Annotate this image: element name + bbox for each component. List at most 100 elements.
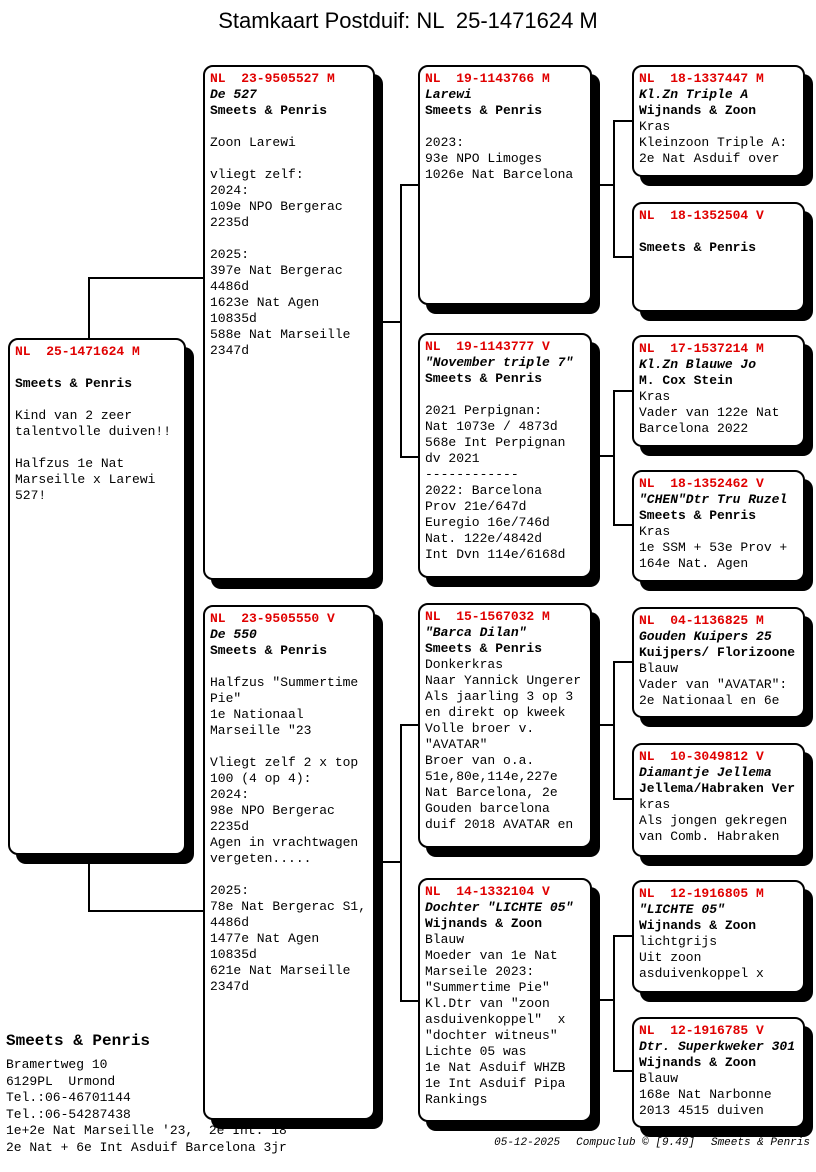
pedigree-box-subject: NL 25-1471624 M Smeets & Penris Kind van… xyxy=(8,338,186,855)
text-line: 51e,80e,114e,227e xyxy=(425,769,558,784)
text-line: Kras xyxy=(639,524,671,539)
pedigree-box-grandsire-paternal: NL 19-1143766 M Larewi Smeets & Penris 2… xyxy=(418,65,592,305)
text-line: Agen in vrachtwagen xyxy=(210,835,359,850)
pigeon-name: De 527 xyxy=(210,87,257,102)
owner-name: Smeets & Penris xyxy=(639,508,757,523)
pigeon-name: "LICHTE 05" xyxy=(639,902,725,917)
connector-line xyxy=(400,724,402,1002)
pigeon-name xyxy=(639,224,798,240)
text-line: Uit zoon xyxy=(639,950,702,965)
pedigree-box-grandsire-maternal: NL 15-1567032 M "Barca Dilan" Smeets & P… xyxy=(418,603,592,848)
text-line: Euregio 16e/746d xyxy=(425,515,550,530)
pedigree-box-great-grandparent-4: NL 18-1352462 V "CHEN"Dtr Tru Ruzel Smee… xyxy=(632,470,805,582)
text-line: 397e Nat Bergerac xyxy=(210,263,343,278)
pedigree-box-granddam-paternal: NL 19-1143777 V "November triple 7" Smee… xyxy=(418,333,592,578)
text-line: 588e Nat Marseille xyxy=(210,327,351,342)
text-line: Vader van 122e Nat xyxy=(639,405,780,420)
text-line: Volle broer v. xyxy=(425,721,535,736)
text-line: Tel.:06-54287438 xyxy=(6,1106,131,1122)
text-line: Donkerkras xyxy=(425,657,504,672)
text-line: 1e Nationaal xyxy=(210,707,304,722)
pigeon-name xyxy=(15,360,179,376)
text-line: 2347d xyxy=(210,343,250,358)
owner-name: Kuijpers/ Florizoone xyxy=(639,645,796,660)
connector-line xyxy=(613,120,615,258)
connector-line xyxy=(613,661,615,800)
owner-name: Wijnands & Zoon xyxy=(639,1055,757,1070)
text-line: 2e Nat Asduif over xyxy=(639,151,780,166)
text-line: Gouden barcelona xyxy=(425,801,550,816)
text-line: lichtgrijs xyxy=(639,934,718,949)
text-line: "AVATAR" xyxy=(425,737,488,752)
connector-line xyxy=(375,321,402,323)
text-line: 2024: xyxy=(210,183,250,198)
ring-number: NL 15-1567032 M xyxy=(425,609,550,624)
connector-line xyxy=(88,277,90,338)
pedigree-box-sire: NL 23-9505527 M De 527 Smeets & Penris Z… xyxy=(203,65,375,580)
connector-line xyxy=(613,935,615,1072)
owner-name: Smeets & Penris xyxy=(15,376,133,391)
text-line: 1e+2e Nat Marseille '23, 2e Int.'18 xyxy=(6,1123,287,1138)
owner-name: Smeets & Penris xyxy=(210,643,328,658)
pigeon-name: De 550 xyxy=(210,627,257,642)
connector-line xyxy=(400,724,418,726)
owner-name: Smeets & Penris xyxy=(639,240,757,255)
text-line: 1477e Nat Agen xyxy=(210,931,320,946)
text-line: 93e NPO Limoges xyxy=(425,151,543,166)
print-date: 05-12-2025 xyxy=(494,1137,561,1149)
pedigree-box-granddam-maternal: NL 14-1332104 V Dochter "LICHTE 05" Wijn… xyxy=(418,878,592,1122)
text-line: 164e Nat. Agen xyxy=(639,556,749,571)
ring-number: NL 18-1352504 V xyxy=(639,208,764,223)
text-line: 2025: xyxy=(210,247,250,262)
text-line: Nat Barcelona, 2e xyxy=(425,785,558,800)
text-line: kras xyxy=(639,797,671,812)
connector-line xyxy=(592,184,615,186)
text-line: 1026e Nat Barcelona xyxy=(425,167,574,182)
connector-line xyxy=(613,661,632,663)
text-line: Marseille x Larewi xyxy=(15,472,156,487)
text-line: 2025: xyxy=(210,883,250,898)
text-line: Blauw xyxy=(639,661,679,676)
connector-line xyxy=(88,277,203,279)
connector-line xyxy=(375,861,402,863)
text-line: Tel.:06-46701144 xyxy=(6,1090,131,1105)
text-line: Kras xyxy=(639,119,671,134)
owner-name: Smeets & Penris xyxy=(425,103,543,118)
text-line: vliegt zelf: xyxy=(210,167,304,182)
text-line xyxy=(15,440,179,456)
ring-number: NL 19-1143766 M xyxy=(425,71,550,86)
connector-line xyxy=(613,798,632,800)
text-line: 10835d xyxy=(210,311,257,326)
ring-number: NL 18-1352462 V xyxy=(639,476,764,491)
text-line: Bramertweg 10 xyxy=(6,1057,108,1072)
connector-line xyxy=(613,1070,632,1072)
text-line: 568e Int Perpignan xyxy=(425,435,566,450)
pedigree-box-great-grandparent-6: NL 10-3049812 V Diamantje Jellema Jellem… xyxy=(632,743,805,857)
text-line xyxy=(425,119,585,135)
text-line: 98e NPO Bergerac xyxy=(210,803,335,818)
text-line: Rankings xyxy=(425,1092,488,1107)
text-line: dv 2021 xyxy=(425,451,480,466)
text-line xyxy=(425,387,585,403)
connector-line xyxy=(88,855,90,912)
text-line: 527! xyxy=(15,488,47,503)
connector-line xyxy=(400,1000,418,1002)
text-line xyxy=(210,119,368,135)
text-line: 2347d xyxy=(210,979,250,994)
text-line: Vliegt zelf 2 x top xyxy=(210,755,359,770)
ring-number: NL 23-9505550 V xyxy=(210,611,335,626)
text-line: ------------ xyxy=(425,467,519,482)
text-line: Halfzus 1e Nat xyxy=(15,456,125,471)
owner-name: M. Cox Stein xyxy=(639,373,733,388)
text-line: 2021 Perpignan: xyxy=(425,403,543,418)
text-line: 621e Nat Marseille xyxy=(210,963,351,978)
print-footer: 05-12-2025 Compuclub © [9.49] Smeets & P… xyxy=(494,1137,810,1149)
connector-line xyxy=(613,120,632,122)
connector-line xyxy=(592,724,615,726)
